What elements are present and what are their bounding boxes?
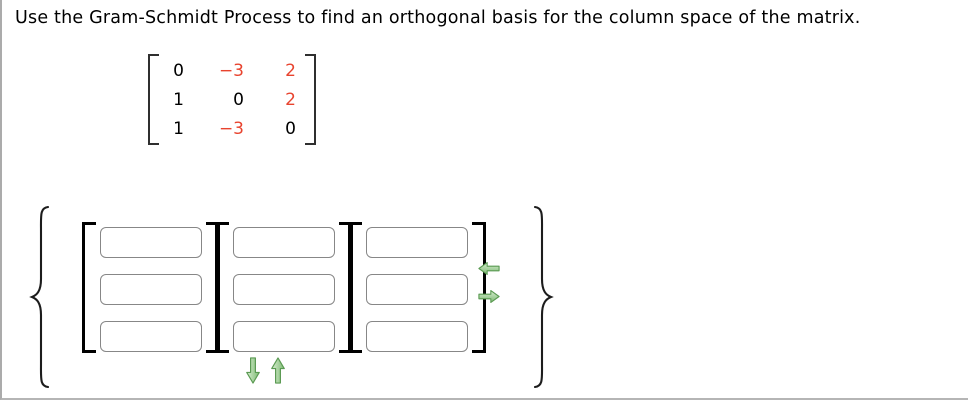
- answer-input-v1-r3[interactable]: [100, 321, 202, 352]
- answer-input-v2-r3[interactable]: [233, 321, 335, 352]
- matrix-cell: −3: [218, 118, 244, 139]
- answer-input-v3-r3[interactable]: [366, 321, 468, 352]
- answer-input-v1-r1[interactable]: [100, 227, 202, 258]
- matrix-cell: 1: [173, 118, 184, 139]
- matrix-cell: 1: [173, 89, 184, 110]
- vector-right-bracket: [339, 222, 353, 353]
- vector-left-bracket: [215, 222, 229, 353]
- answer-input-v3-r2[interactable]: [366, 274, 468, 305]
- add-row-button[interactable]: [270, 357, 286, 384]
- matrix-row: 1 0 2: [168, 85, 296, 114]
- remove-column-button[interactable]: [478, 261, 500, 276]
- matrix-left-bracket: [148, 54, 159, 145]
- answer-input-v3-r1[interactable]: [366, 227, 468, 258]
- answer-input-v2-r2[interactable]: [233, 274, 335, 305]
- arrow-left-icon: [478, 261, 500, 276]
- add-column-button[interactable]: [478, 289, 500, 304]
- answer-input-v2-r1[interactable]: [233, 227, 335, 258]
- vector-right-bracket: [206, 222, 220, 353]
- matrix-row: 1 −3 0: [168, 114, 296, 143]
- arrow-up-icon: [271, 357, 285, 384]
- answer-vector-1: [82, 222, 220, 353]
- vector-left-bracket: [348, 222, 362, 353]
- arrow-down-icon: [246, 357, 260, 384]
- matrix-cell: 0: [285, 118, 296, 139]
- matrix-row: 0 −3 2: [168, 56, 296, 85]
- set-right-brace-icon: [533, 205, 554, 389]
- vector-left-bracket: [82, 222, 96, 353]
- question-title: Use the Gram-Schmidt Process to find an …: [15, 8, 861, 28]
- row-controls: [245, 357, 286, 384]
- vector-right-bracket: [472, 222, 486, 353]
- matrix-cell: 0: [233, 89, 244, 110]
- set-left-brace-icon: [29, 205, 50, 389]
- answer-vector-3: [348, 222, 486, 353]
- arrow-right-icon: [478, 289, 500, 304]
- given-matrix: 0 −3 2 1 0 2 1 −3 0: [148, 54, 316, 145]
- matrix-cell: 2: [285, 89, 296, 110]
- answer-input-v1-r2[interactable]: [100, 274, 202, 305]
- remove-row-button[interactable]: [245, 357, 261, 384]
- matrix-cell: −3: [218, 60, 244, 81]
- matrix-cell: 0: [173, 60, 184, 81]
- matrix-cell: 2: [285, 60, 296, 81]
- column-controls: [478, 261, 500, 304]
- matrix-right-bracket: [305, 54, 316, 145]
- answer-vector-2: [215, 222, 353, 353]
